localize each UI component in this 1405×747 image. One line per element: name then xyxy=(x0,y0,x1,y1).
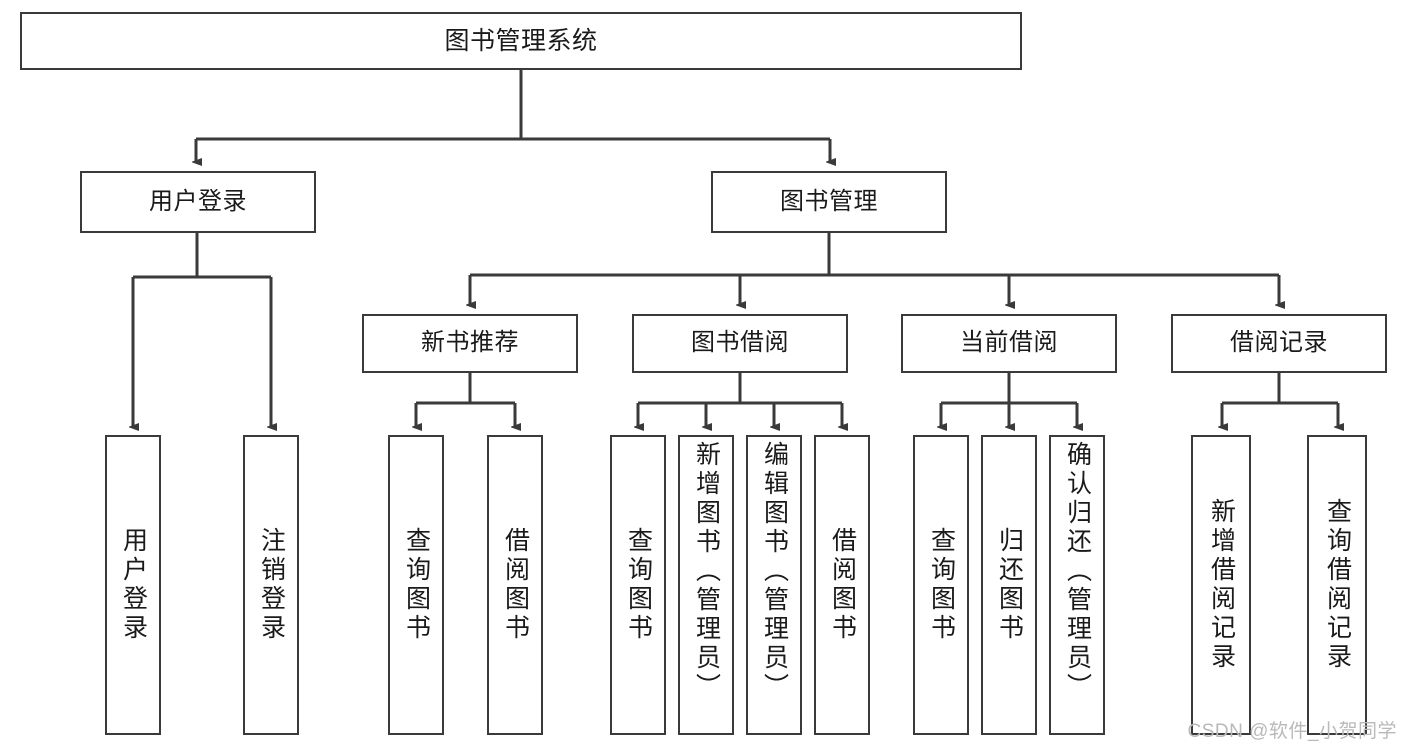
leaf-records-query-record-label: 查询借阅记录 xyxy=(1323,498,1352,672)
leaf-newbook-borrow-book[interactable]: 借阅图书 xyxy=(487,435,543,735)
leaf-user-logout-label: 注销登录 xyxy=(257,527,286,643)
leaf-newbook-query-book[interactable]: 查询图书 xyxy=(388,435,444,735)
leaf-current-return-book[interactable]: 归还图书 xyxy=(981,435,1037,735)
leaf-current-confirm-return-admin-label: 确认归还（管理员） xyxy=(1063,441,1092,702)
leaf-records-query-record[interactable]: 查询借阅记录 xyxy=(1307,435,1367,735)
node-new-book-recommend[interactable]: 新书推荐 xyxy=(362,314,578,373)
node-user-login-module-label: 用户登录 xyxy=(149,187,247,215)
leaf-user-login-label: 用户登录 xyxy=(119,527,148,643)
node-book-management-module[interactable]: 图书管理 xyxy=(711,171,947,233)
node-current-borrow-label: 当前借阅 xyxy=(960,329,1058,357)
leaf-borrow-edit-book-admin[interactable]: 编辑图书（管理员） xyxy=(746,435,802,735)
node-book-borrow[interactable]: 图书借阅 xyxy=(632,314,848,373)
node-current-borrow[interactable]: 当前借阅 xyxy=(901,314,1117,373)
leaf-borrow-borrow-book-label: 借阅图书 xyxy=(828,527,857,643)
node-book-borrow-label: 图书借阅 xyxy=(691,329,789,357)
node-new-book-recommend-label: 新书推荐 xyxy=(421,329,519,357)
leaf-borrow-query-book[interactable]: 查询图书 xyxy=(610,435,666,735)
leaf-records-add-record-label: 新增借阅记录 xyxy=(1207,498,1236,672)
leaf-current-query-book-label: 查询图书 xyxy=(927,527,956,643)
node-user-login-module[interactable]: 用户登录 xyxy=(80,171,316,233)
leaf-current-confirm-return-admin[interactable]: 确认归还（管理员） xyxy=(1049,435,1105,735)
leaf-current-return-book-label: 归还图书 xyxy=(995,527,1024,643)
leaf-borrow-borrow-book[interactable]: 借阅图书 xyxy=(814,435,870,735)
node-root-label: 图书管理系统 xyxy=(444,27,598,55)
node-borrow-records[interactable]: 借阅记录 xyxy=(1171,314,1387,373)
leaf-newbook-query-book-label: 查询图书 xyxy=(402,527,431,643)
leaf-current-query-book[interactable]: 查询图书 xyxy=(913,435,969,735)
leaf-borrow-query-book-label: 查询图书 xyxy=(624,527,653,643)
node-book-management-module-label: 图书管理 xyxy=(780,187,878,215)
leaf-borrow-add-book-admin-label: 新增图书（管理员） xyxy=(692,441,721,702)
leaf-records-add-record[interactable]: 新增借阅记录 xyxy=(1191,435,1251,735)
leaf-borrow-edit-book-admin-label: 编辑图书（管理员） xyxy=(760,441,789,702)
leaf-user-logout[interactable]: 注销登录 xyxy=(243,435,299,735)
node-borrow-records-label: 借阅记录 xyxy=(1230,329,1328,357)
leaf-newbook-borrow-book-label: 借阅图书 xyxy=(501,527,530,643)
leaf-borrow-add-book-admin[interactable]: 新增图书（管理员） xyxy=(678,435,734,735)
leaf-user-login[interactable]: 用户登录 xyxy=(105,435,161,735)
csdn-watermark: CSDN @软件_小贺同学 xyxy=(1187,721,1397,742)
node-root[interactable]: 图书管理系统 xyxy=(20,12,1022,70)
